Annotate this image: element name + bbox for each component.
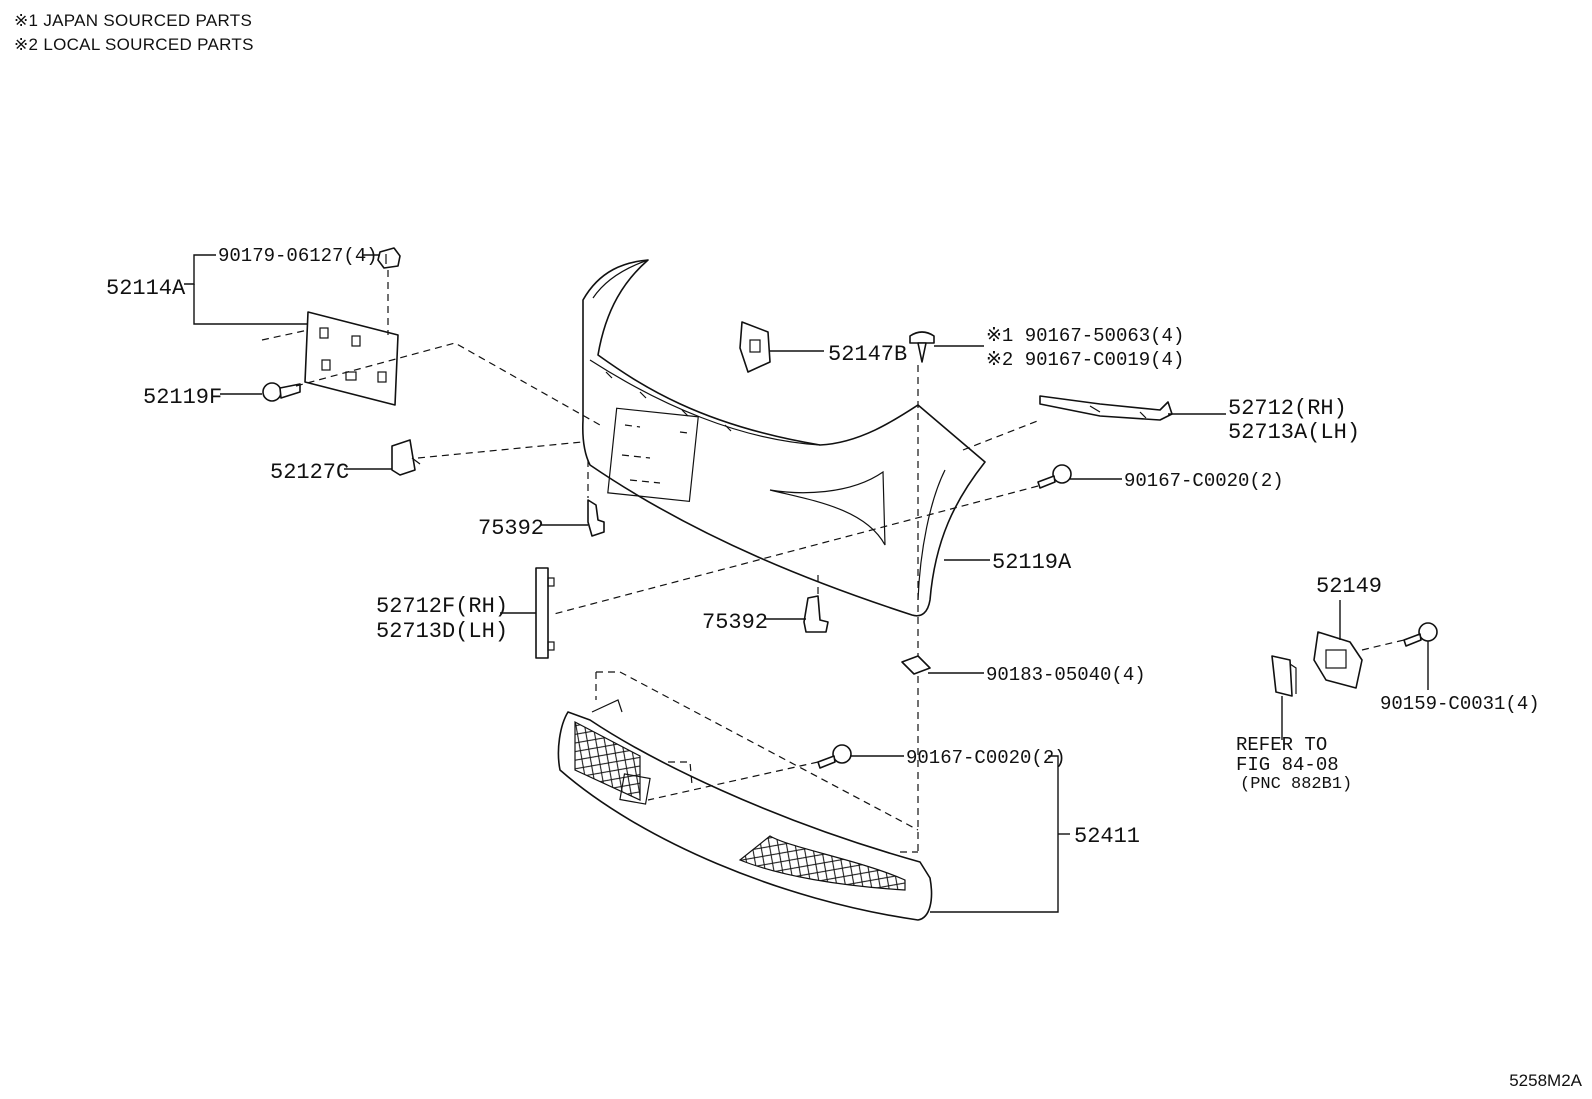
assembly-lines: [261, 270, 1405, 855]
refer-line-1: REFER TO: [1236, 734, 1327, 756]
callout-90167-c0019: ※2 90167-C0019(4): [986, 349, 1184, 371]
nut-90179-icon: [377, 247, 401, 269]
callout-52411: 52411: [1074, 824, 1140, 849]
molding-52712-icon: [1039, 395, 1173, 421]
callout-52147b: 52147B: [828, 342, 907, 367]
callout-90167-c0020-upper: 90167-C0020(2): [1124, 470, 1284, 492]
callout-90167-50063: ※1 90167-50063(4): [986, 325, 1184, 347]
license-bracket-52114a: [304, 311, 399, 406]
callout-52114a: 52114A: [106, 276, 186, 301]
screw-90167-50063-icon: [909, 331, 935, 363]
clip-75392-center-icon: [803, 595, 829, 633]
callout-90179-06127: 90179-06127(4): [218, 245, 378, 267]
clip-75392-left-icon: [587, 499, 605, 537]
callout-90167-c0020-lower: 90167-C0020(2): [906, 747, 1066, 769]
callout-52713a: 52713A(LH): [1228, 420, 1360, 445]
screw-52119f-icon: [262, 382, 301, 402]
reflector-52712f-icon: [535, 567, 555, 659]
callout-52127c: 52127C: [270, 460, 349, 485]
lower-grille-52411: [557, 699, 933, 921]
refer-line-3: (PNC 882B1): [1240, 775, 1352, 794]
note-japan-sourced: ※1 JAPAN SOURCED PARTS: [14, 11, 253, 30]
callout-75392-left: 75392: [478, 516, 544, 541]
clip-nut-90183-icon: [901, 655, 931, 675]
cap-52127c-icon: [391, 439, 421, 476]
callout-90183-05040: 90183-05040(4): [986, 664, 1146, 686]
leader-lines: [184, 254, 1429, 913]
bracket-52147b-icon: [739, 321, 771, 373]
callout-52712f: 52712F(RH): [376, 594, 508, 619]
callout-52119f: 52119F: [143, 385, 222, 410]
screw-90159-c0031-icon: [1403, 622, 1438, 647]
screw-90167-c0020-lower-icon: [817, 744, 852, 769]
figure-code: 5258M2A: [1509, 1071, 1582, 1090]
sensor-bracket-52149-icon: [1313, 631, 1363, 689]
bumper-cover-52119a: [582, 259, 986, 617]
callout-52713d: 52713D(LH): [376, 619, 508, 644]
note-local-sourced: ※2 LOCAL SOURCED PARTS: [14, 35, 254, 54]
callout-52119a: 52119A: [992, 550, 1072, 575]
screw-90167-c0020-upper-icon: [1037, 464, 1072, 489]
refer-line-2: FIG 84-08: [1236, 754, 1339, 776]
callout-52149: 52149: [1316, 574, 1382, 599]
sensor-icon: [1271, 655, 1297, 697]
callout-52712: 52712(RH): [1228, 396, 1347, 421]
callout-75392-center: 75392: [702, 610, 768, 635]
callout-90159-c0031: 90159-C0031(4): [1380, 693, 1540, 715]
